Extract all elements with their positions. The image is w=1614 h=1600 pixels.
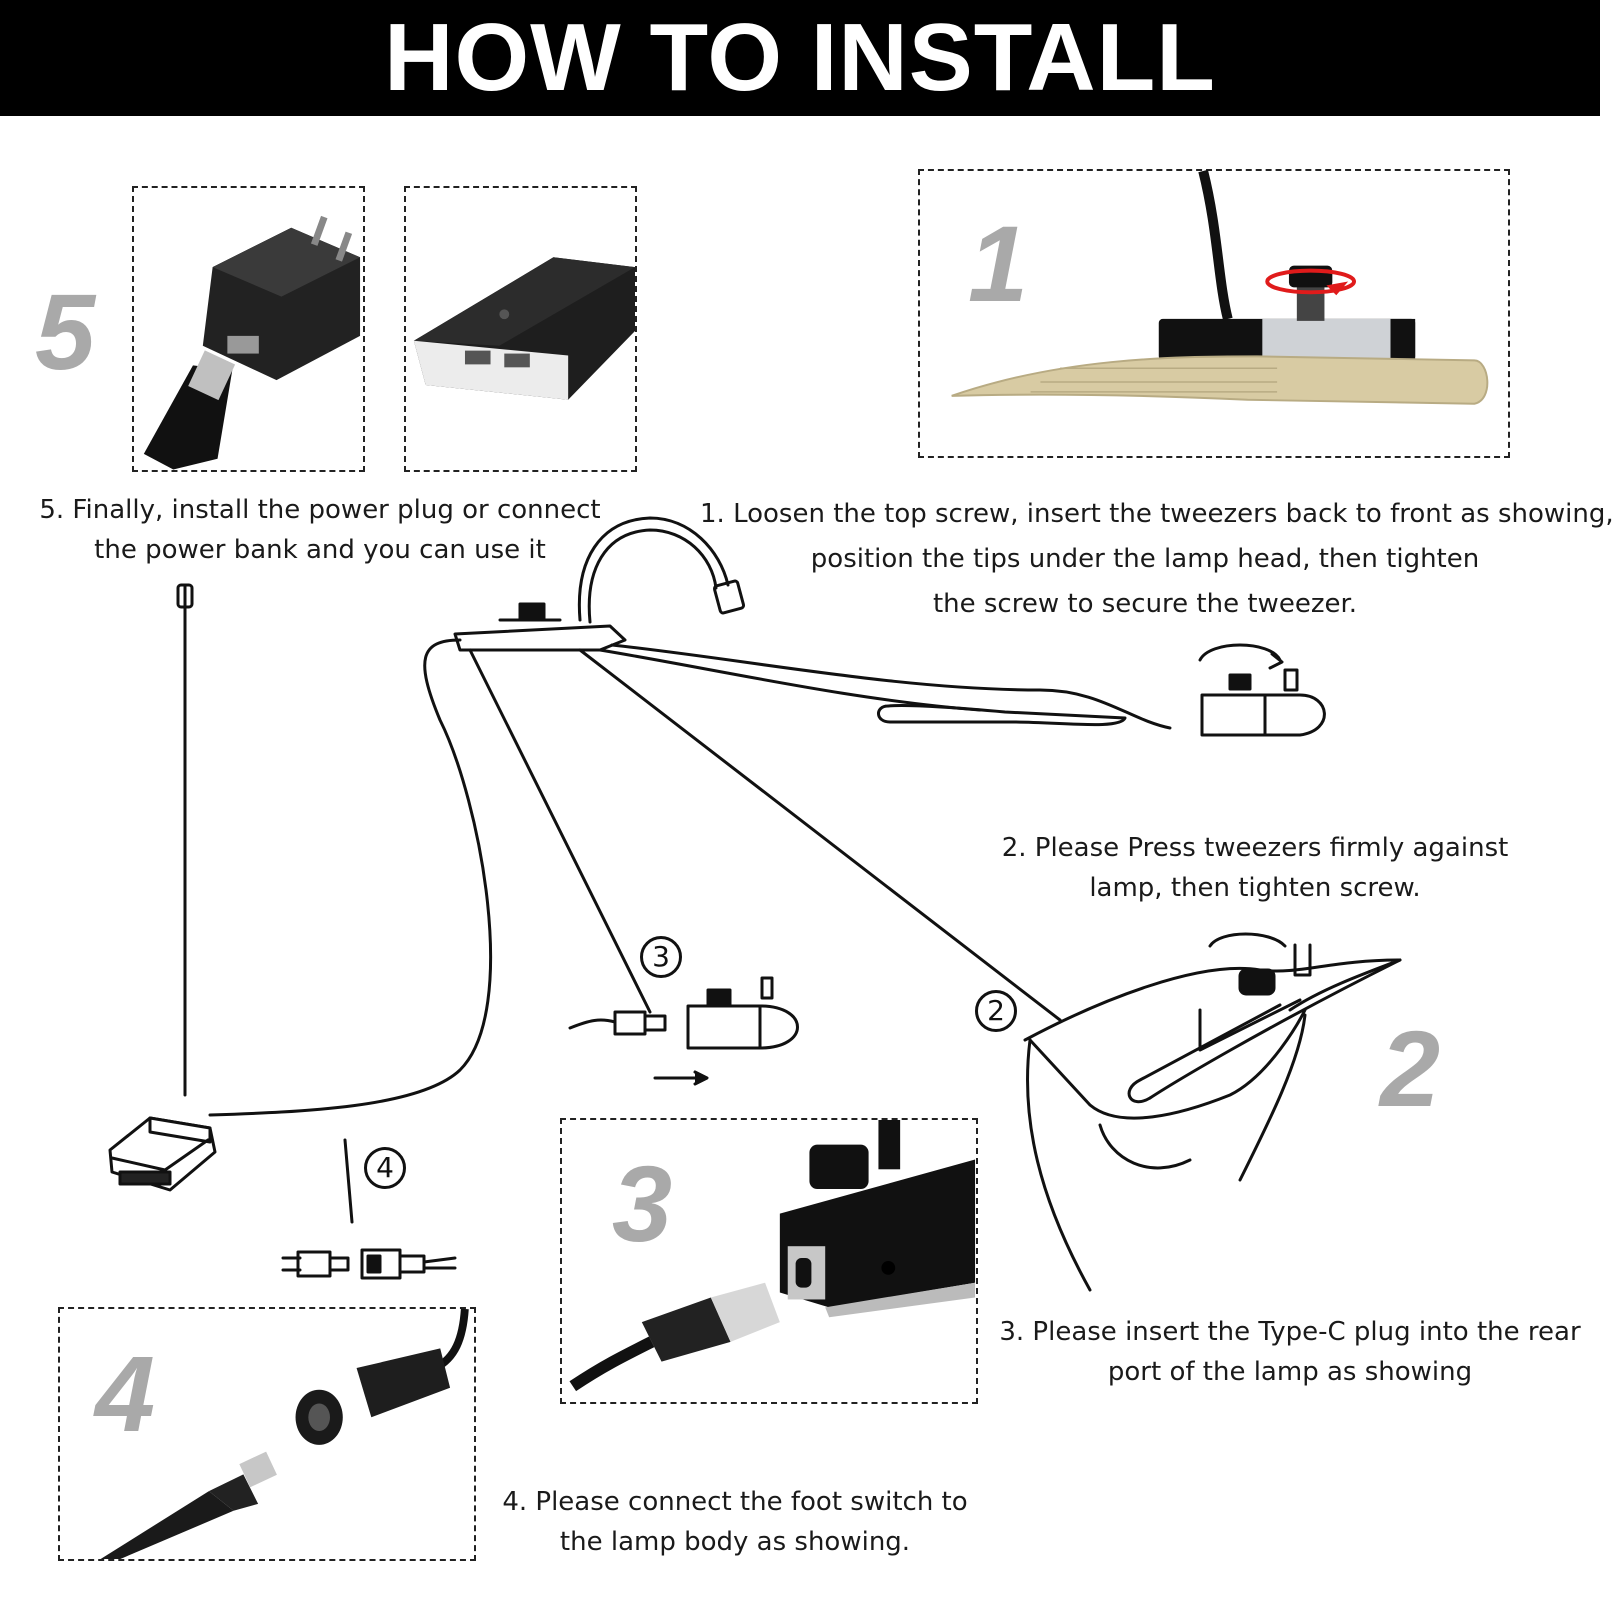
step-5-powerbank-photo [404, 186, 637, 472]
header-banner: HOW TO INSTALL [0, 0, 1600, 116]
step-5-charger-photo [132, 186, 365, 472]
callout-4: 4 [364, 1147, 406, 1189]
step-4-caption: 4. Please connect the foot switch to the… [495, 1482, 975, 1562]
page-title: HOW TO INSTALL [384, 4, 1216, 111]
type-c-port-icon [569, 1120, 976, 1392]
step-3-line-1: 3. Please insert the Type-C plug into th… [999, 1317, 1581, 1347]
callout-3: 3 [640, 936, 682, 978]
step-3-caption: 3. Please insert the Type-C plug into th… [995, 1312, 1585, 1392]
step-1-number: 1 [968, 203, 1029, 324]
step-3-photo [560, 1118, 978, 1404]
step-4-number: 4 [95, 1333, 156, 1454]
step-5-number: 5 [35, 271, 96, 392]
step-1-line-1: 1. Loosen the top screw, insert the twee… [700, 499, 1614, 529]
hand-icon [1023, 932, 1402, 1292]
step-1-line-2: position the tips under the lamp head, t… [810, 544, 1480, 574]
step-4-line-2: the lamp body as showing. [559, 1527, 911, 1557]
step-5-caption: 5. Finally, install the power plug or co… [20, 490, 620, 570]
dc-connector-icon [281, 1248, 457, 1280]
step-3-line-2: port of the lamp as showing [1107, 1357, 1473, 1387]
step-1-photo [918, 169, 1510, 458]
step-4-photo [58, 1307, 476, 1561]
dc-connector-icon [100, 1308, 469, 1559]
step-5-line-1: 5. Finally, install the power plug or co… [39, 495, 601, 525]
step-1-caption: 1. Loosen the top screw, insert the twee… [700, 492, 1614, 627]
wall-charger-icon [143, 215, 361, 470]
step-2-line-2: lamp, then tighten screw. [1089, 873, 1421, 903]
power-bank-icon [413, 257, 635, 400]
foot-switch-icon [108, 1116, 217, 1192]
step-4-line-1: 4. Please connect the foot switch to [502, 1487, 968, 1517]
type-c-port-icon [568, 976, 799, 1086]
tweezer-clamp-icon [1198, 643, 1326, 737]
foot-switch-cable [208, 638, 493, 1117]
step-3-number: 3 [612, 1143, 673, 1264]
gooseneck-lamp-icon [453, 516, 1172, 730]
tweezer-clamp-icon [951, 169, 1489, 405]
callout-2: 2 [975, 990, 1017, 1032]
step-2-number: 2 [1380, 1008, 1441, 1129]
step-2-caption: 2. Please Press tweezers firmly against … [1000, 828, 1510, 908]
step-1-line-3: the screw to secure the tweezer. [932, 589, 1358, 619]
step-5-line-2: the power bank and you can use it [94, 535, 546, 565]
step-2-line-1: 2. Please Press tweezers firmly against [1001, 833, 1509, 863]
